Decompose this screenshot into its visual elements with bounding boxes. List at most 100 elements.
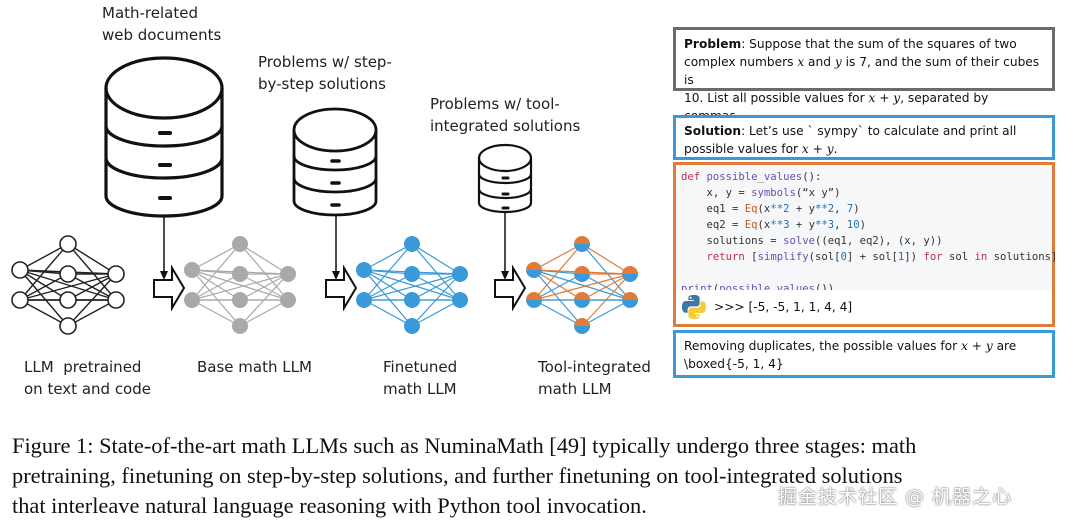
node-top	[526, 262, 542, 270]
database-icon-step-by-step	[292, 107, 378, 217]
edge	[363, 269, 413, 301]
dataset-label-web-documents: Math-related web documents	[102, 2, 221, 46]
node	[404, 236, 420, 252]
node	[452, 292, 468, 308]
edge	[581, 243, 631, 275]
edge	[363, 269, 413, 327]
math-var: x	[797, 55, 805, 69]
edge	[533, 243, 583, 271]
figure-caption: Figure 1: State-of-the-art math LLMs suc…	[12, 431, 1072, 521]
edge	[191, 243, 241, 271]
arrowhead-icon	[501, 271, 509, 280]
stage-label-tool-integrated: Tool-integrated math LLM	[538, 356, 651, 400]
node	[404, 266, 420, 282]
output-row: >>> [-5, -5, 1, 1, 4, 4]	[676, 290, 1052, 324]
code-line: def possible_values():	[681, 171, 822, 183]
edge	[533, 299, 583, 327]
label-line: Base math LLM	[197, 358, 312, 376]
edge	[239, 273, 289, 301]
node-bottom	[574, 326, 590, 334]
dataset-label-step-by-step: Problems w/ step- by-step solutions	[258, 51, 392, 95]
label-line: web documents	[102, 26, 222, 44]
problem-box: Problem: Suppose that the sum of the squ…	[673, 27, 1055, 123]
math-expr: x + y	[801, 142, 834, 156]
edge	[19, 269, 69, 301]
edge	[19, 273, 117, 301]
text: 10. List all possible values for	[684, 91, 869, 105]
code-box: def possible_values(): x, y = symbols(“x…	[673, 162, 1058, 327]
text: and	[804, 55, 835, 69]
edge	[67, 243, 117, 301]
edge	[411, 299, 461, 327]
edge	[363, 243, 413, 271]
code-line: return [simplify(sol[0] + sol[1]) for so…	[706, 251, 1058, 263]
problem-line-2: complex numbers x and y is 7, and the su…	[684, 53, 1044, 89]
caption-line: that interleave natural language reasoni…	[12, 493, 647, 518]
node	[232, 236, 248, 252]
node-top	[574, 318, 590, 326]
edge	[191, 243, 241, 301]
final-line-1: Removing duplicates, the possible values…	[684, 337, 1044, 355]
edge	[363, 243, 413, 301]
final-line-2: \boxed{-5, 1, 4}	[684, 357, 784, 371]
text: Removing duplicates, the possible values…	[684, 339, 961, 353]
stage-label-finetuned: Finetuned math LLM	[383, 356, 457, 400]
node	[11, 261, 29, 279]
edge	[363, 299, 413, 327]
arrowhead-icon	[160, 271, 168, 280]
text: are	[992, 339, 1017, 353]
text: possible values for	[684, 142, 802, 156]
node	[356, 262, 372, 278]
final-answer-box: Removing duplicates, the possible values…	[673, 330, 1055, 378]
edge	[581, 243, 631, 301]
node	[452, 266, 468, 282]
text: : Let’s use ` sympy` to calculate and pr…	[741, 124, 1017, 138]
node	[404, 292, 420, 308]
arrowhead-icon	[332, 271, 340, 280]
edge	[581, 299, 631, 327]
edge	[19, 243, 69, 301]
problem-line-1: Problem: Suppose that the sum of the squ…	[684, 35, 1044, 53]
block-arrow-icon	[153, 264, 186, 312]
code-line	[681, 265, 1052, 281]
text: complex numbers	[684, 55, 798, 69]
label-line: Problems w/ tool-	[430, 95, 560, 113]
label-line: Math-related	[102, 4, 198, 22]
pipeline-diagram	[11, 56, 638, 335]
text: .	[833, 142, 838, 156]
edge	[533, 243, 583, 301]
stage-label-pretrained: LLM pretrained on text and code	[24, 356, 151, 400]
label-line: by-step solutions	[258, 75, 386, 93]
label-line: on text and code	[24, 380, 151, 398]
edge	[191, 299, 241, 327]
node	[184, 262, 200, 278]
edge	[191, 273, 241, 301]
node	[107, 291, 125, 309]
node	[11, 291, 29, 309]
text: is 7, and the sum of their cubes is	[684, 55, 1040, 87]
edge	[239, 299, 289, 327]
node	[232, 292, 248, 308]
node-bottom	[526, 270, 542, 278]
python-logo-icon	[682, 295, 706, 319]
math-expr: x + y	[961, 339, 993, 353]
edge	[239, 243, 289, 301]
edge	[67, 243, 117, 275]
edge	[581, 273, 631, 301]
watermark: 掘金技术社区 @ 机器之心	[778, 486, 1013, 508]
label-line: Finetuned	[383, 358, 458, 376]
node	[356, 292, 372, 308]
stage-label-base-math: Base math LLM	[197, 356, 312, 378]
edge	[191, 269, 241, 327]
edge	[67, 273, 117, 301]
edge	[363, 273, 413, 301]
text: : Suppose that the sum of the squares of…	[741, 37, 1017, 51]
code-line: eq2 = Eq(x**3 + y**3, 10)	[681, 219, 867, 231]
node-bottom	[574, 274, 590, 282]
edge	[19, 273, 69, 301]
neural-net-icon	[356, 236, 468, 334]
solution-heading: Solution	[684, 124, 742, 138]
edge	[19, 243, 69, 271]
edge	[411, 243, 461, 301]
node-top	[574, 266, 590, 274]
